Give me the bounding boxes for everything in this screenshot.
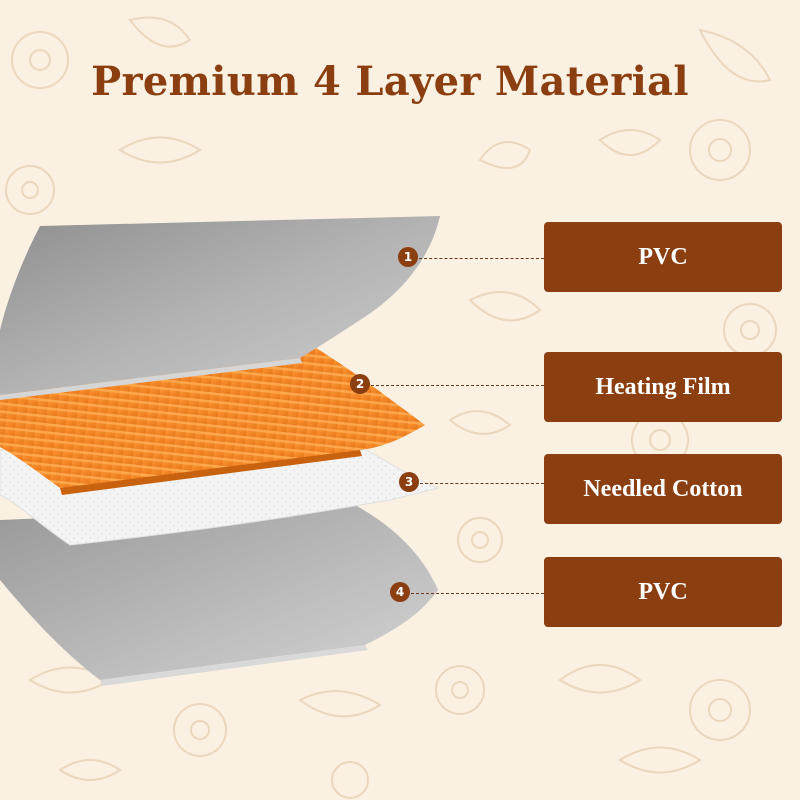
- page-title: Premium 4 Layer Material: [91, 58, 689, 105]
- layer-label-2: Heating Film: [544, 352, 782, 422]
- layer-marker-1: 1: [398, 247, 418, 267]
- leader-line-1: [419, 258, 544, 259]
- layer-marker-2: 2: [350, 374, 370, 394]
- leader-line-2: [371, 385, 544, 386]
- layer-4-pvc-shape: [0, 505, 438, 680]
- layer-marker-3: 3: [399, 472, 419, 492]
- layer-label-1: PVC: [544, 222, 782, 292]
- layer-label-4: PVC: [544, 557, 782, 627]
- layer-1-pvc-shape: [0, 216, 440, 395]
- leader-line-3: [420, 483, 544, 484]
- layer-label-3: Needled Cotton: [544, 454, 782, 524]
- layer-marker-4: 4: [390, 582, 410, 602]
- leader-line-4: [411, 593, 544, 594]
